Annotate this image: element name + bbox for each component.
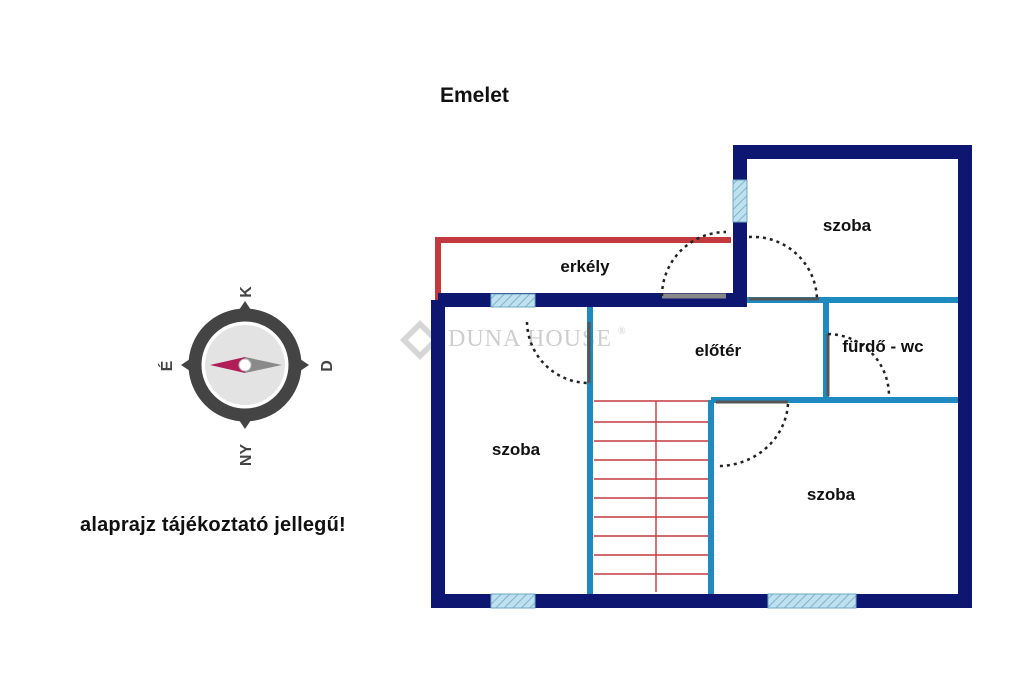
right-room-door-swing — [717, 403, 790, 468]
balcony-door-swing — [660, 230, 727, 297]
duna-house-watermark: DUNA HOUSE ® — [400, 320, 627, 360]
room-label-right-room: szoba — [807, 485, 856, 504]
compass: K É D NY — [157, 286, 336, 466]
room-label-hallway: előtér — [695, 341, 742, 360]
room-label-bathroom: fürdő - wc — [842, 337, 923, 356]
watermark-registered-mark: ® — [618, 326, 627, 337]
disclaimer-text: alaprajz tájékoztató jellegű! — [80, 514, 346, 536]
compass-needle-red — [210, 357, 245, 373]
compass-south-pointer — [235, 414, 255, 429]
compass-needle-grey — [245, 357, 282, 373]
windows — [490, 179, 857, 609]
watermark-text: DUNA HOUSE — [448, 326, 612, 352]
left-room-door-swing — [525, 321, 590, 385]
compass-west-pointer — [181, 355, 196, 375]
compass-label-east: D — [319, 360, 336, 372]
compass-north-pointer — [235, 301, 255, 316]
window-right-bottom — [767, 593, 857, 609]
room-label-balcony: erkély — [560, 257, 610, 276]
window-top-room — [732, 179, 748, 223]
compass-east-pointer — [294, 355, 309, 375]
compass-label-north: K — [238, 286, 255, 298]
outer-walls — [431, 145, 972, 608]
bath-door-swing — [827, 332, 891, 397]
doors — [525, 230, 891, 468]
room-label-left-room: szoba — [492, 440, 541, 459]
window-left-bottom — [490, 593, 536, 609]
floor-title: Emelet — [440, 84, 509, 107]
watermark-logo-icon — [400, 320, 440, 360]
top-room-door-swing — [748, 235, 819, 300]
compass-label-south: NY — [238, 444, 255, 467]
compass-label-west: É — [157, 360, 176, 371]
window-left-top — [490, 293, 536, 308]
room-label-top-room: szoba — [823, 216, 872, 235]
balcony-railing — [435, 237, 731, 300]
compass-center — [238, 358, 252, 372]
staircase — [594, 400, 710, 592]
